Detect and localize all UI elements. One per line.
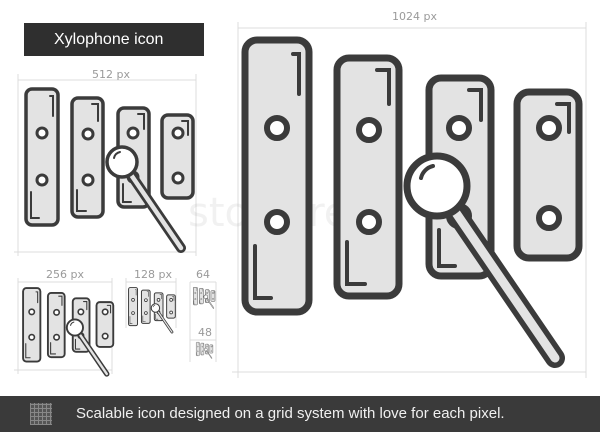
size-label-256: 256 px xyxy=(46,268,84,281)
footer-tagline: Scalable icon designed on a grid system … xyxy=(76,405,505,422)
size-label-64: 64 xyxy=(196,268,210,281)
page-title: Xylophone icon xyxy=(24,23,204,56)
size-label-1024: 1024 px xyxy=(392,10,437,23)
size-label-48: 48 xyxy=(198,326,212,339)
grid-icon xyxy=(30,403,52,425)
size-label-128: 128 px xyxy=(134,268,172,281)
footer-bar: Scalable icon designed on a grid system … xyxy=(0,396,600,432)
size-label-512: 512 px xyxy=(92,68,130,81)
